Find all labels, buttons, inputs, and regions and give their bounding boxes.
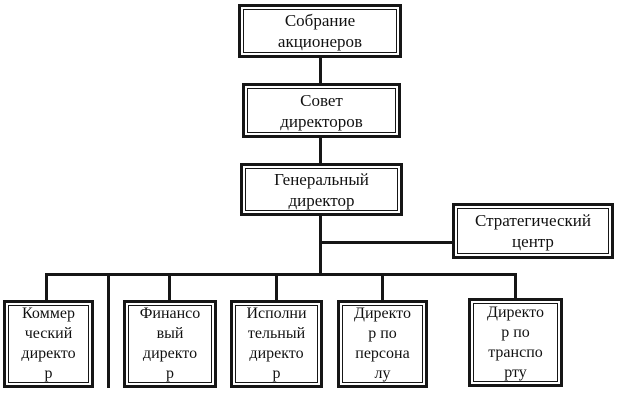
- node-label: Стратегический центр: [475, 211, 591, 251]
- node-hr-director: Директо р по персона лу: [337, 300, 428, 388]
- node-label: Генеральный директор: [274, 169, 369, 210]
- node-label: Исполни тельный директо р: [246, 305, 307, 382]
- node-label: Коммер ческий директо р: [21, 305, 76, 382]
- connector-board-general: [319, 137, 322, 164]
- node-label: Финансо вый директо р: [139, 305, 201, 382]
- node-label: Директо р по персона лу: [354, 305, 411, 382]
- connector-drop-transport: [514, 275, 517, 300]
- connector-drop-commercial: [45, 275, 48, 302]
- connector-drop-hr: [381, 275, 384, 302]
- node-transport-director: Директо р по транспо рту: [468, 298, 563, 387]
- connector-drop-executive: [275, 275, 278, 302]
- node-label: Собрание акционеров: [277, 11, 363, 51]
- node-board-of-directors: Совет директоров: [242, 83, 401, 138]
- node-label: Совет директоров: [280, 90, 363, 131]
- node-label: Директо р по транспо рту: [487, 303, 544, 381]
- node-executive-director: Исполни тельный директо р: [230, 300, 323, 388]
- connector-drop-financial: [168, 275, 171, 302]
- node-general-director: Генеральный директор: [240, 163, 403, 216]
- node-financial-director: Финансо вый директо р: [123, 300, 217, 388]
- connector-horizontal-bus: [45, 273, 517, 276]
- connector-shareholders-board: [319, 57, 322, 84]
- node-commercial-director: Коммер ческий директо р: [3, 300, 94, 388]
- connector-general-strategic: [320, 241, 452, 244]
- node-shareholders-meeting: Собрание акционеров: [238, 4, 402, 58]
- connector-stray-vertical: [107, 275, 110, 388]
- connector-general-stem: [319, 215, 322, 276]
- node-strategic-center: Стратегический центр: [452, 203, 614, 259]
